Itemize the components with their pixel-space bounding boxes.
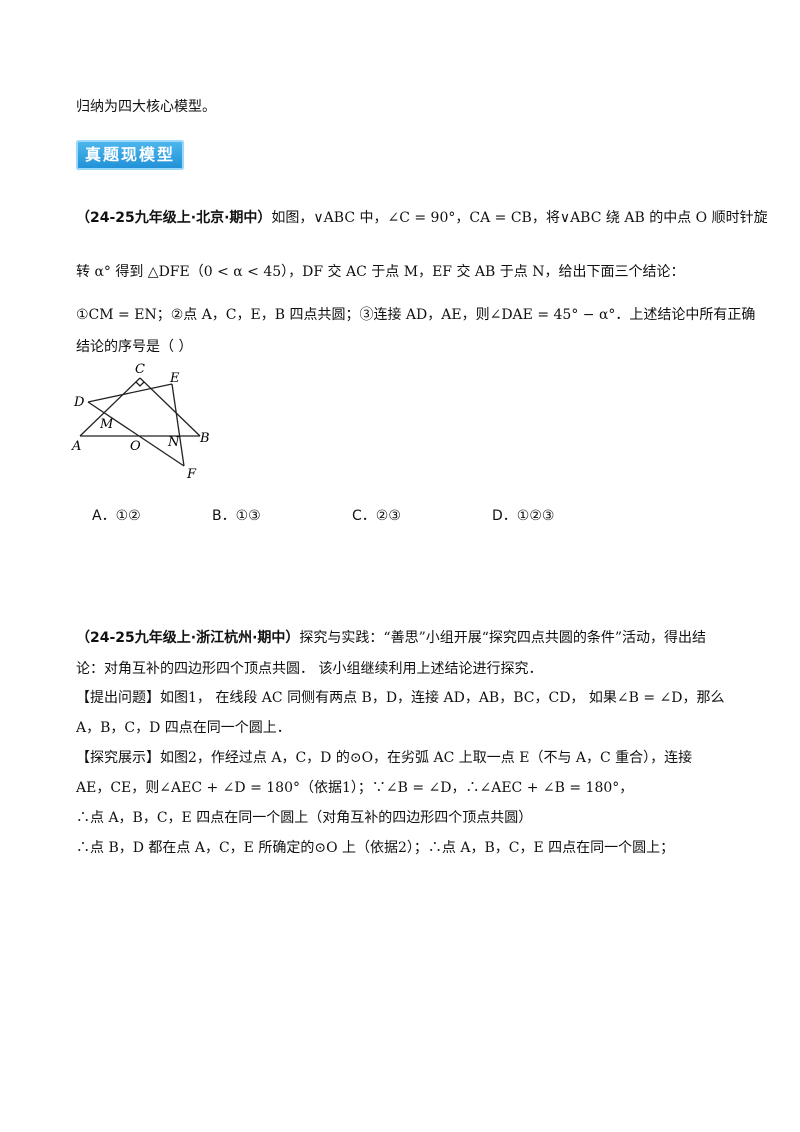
- segment-ef: [171, 383, 185, 467]
- label-c: C: [135, 362, 145, 377]
- segment-cb: [139, 377, 201, 437]
- question-1-source: （24-25九年级上·北京·期中）: [76, 210, 272, 226]
- triangle-rotation-figure: C E D M A O N B F: [71, 362, 210, 482]
- label-a: A: [71, 439, 81, 454]
- question-2-line-2: 论：对角互补的四边形四个顶点共圆． 该小组继续利用上述结论进行探究．: [76, 661, 543, 677]
- label-f: F: [186, 467, 197, 482]
- question-2-text-1: 探究与实践：“善思”小组开展“探究四点共圆的条件”活动，得出结: [299, 630, 707, 646]
- question-2-line-8: ∴点 B，D 都在点 A，C，E 所确定的⊙O 上（依据2）；∴点 A，B，C，…: [76, 840, 675, 856]
- label-d: D: [73, 395, 85, 410]
- label-n: N: [167, 435, 180, 450]
- question-2-line-3: 【提出问题】如图1， 在线段 AC 同侧有两点 B，D，连接 AD，AB，BC，…: [76, 690, 725, 706]
- section-badge: 真题现模型: [76, 140, 184, 170]
- section-badge-label: 真题现模型: [84, 145, 175, 164]
- question-1-text-1: 如图，∨ABC 中，∠C = 90°，CA = CB，将∨ABC 绕 AB 的中…: [271, 210, 768, 226]
- segment-ac: [79, 377, 141, 437]
- intro-text: 归纳为四大核心模型。: [76, 99, 216, 115]
- question-1-line-4: 结论的序号是（ ）: [76, 339, 193, 355]
- question-2-line-6: AE，CE，则∠AEC + ∠D = 180°（依据1）；∵∠B = ∠D，∴∠…: [76, 780, 634, 796]
- label-b: B: [199, 431, 210, 446]
- segment-df: [87, 401, 185, 467]
- question-2-line-5: 【探究展示】如图2，作经过点 A，C，D 的⊙O，在劣弧 AC 上取一点 E（不…: [76, 750, 693, 766]
- question-1-line-2: 转 α° 得到 △DFE（0 < α < 45），DF 交 AC 于点 M，EF…: [76, 264, 685, 280]
- question-2-source: （24-25九年级上·浙江杭州·期中）: [76, 630, 300, 646]
- option-d: D．①②③: [492, 508, 555, 524]
- label-m: M: [99, 417, 114, 432]
- question-2-line-1: （24-25九年级上·浙江杭州·期中）探究与实践：“善思”小组开展“探究四点共圆…: [76, 628, 706, 648]
- option-b: B．①③: [212, 508, 261, 524]
- question-2-line-7: ∴点 A，B，C，E 四点在同一个圆上（对角互补的四边形四个顶点共圆）: [76, 810, 533, 826]
- option-a: A．①②: [92, 508, 141, 524]
- label-o: O: [130, 439, 141, 454]
- question-1-line-3: ①CM = EN；②点 A，C，E，B 四点共圆；③连接 AD，AE，则∠DAE…: [76, 307, 756, 323]
- right-angle-mark: [135, 381, 145, 387]
- label-e: E: [169, 371, 180, 386]
- option-c: C．②③: [352, 508, 401, 524]
- question-2-line-4: A，B，C，D 四点在同一个圆上．: [76, 720, 291, 736]
- segment-de: [87, 383, 173, 403]
- question-1-line-1: （24-25九年级上·北京·期中）如图，∨ABC 中，∠C = 90°，CA =…: [76, 208, 768, 228]
